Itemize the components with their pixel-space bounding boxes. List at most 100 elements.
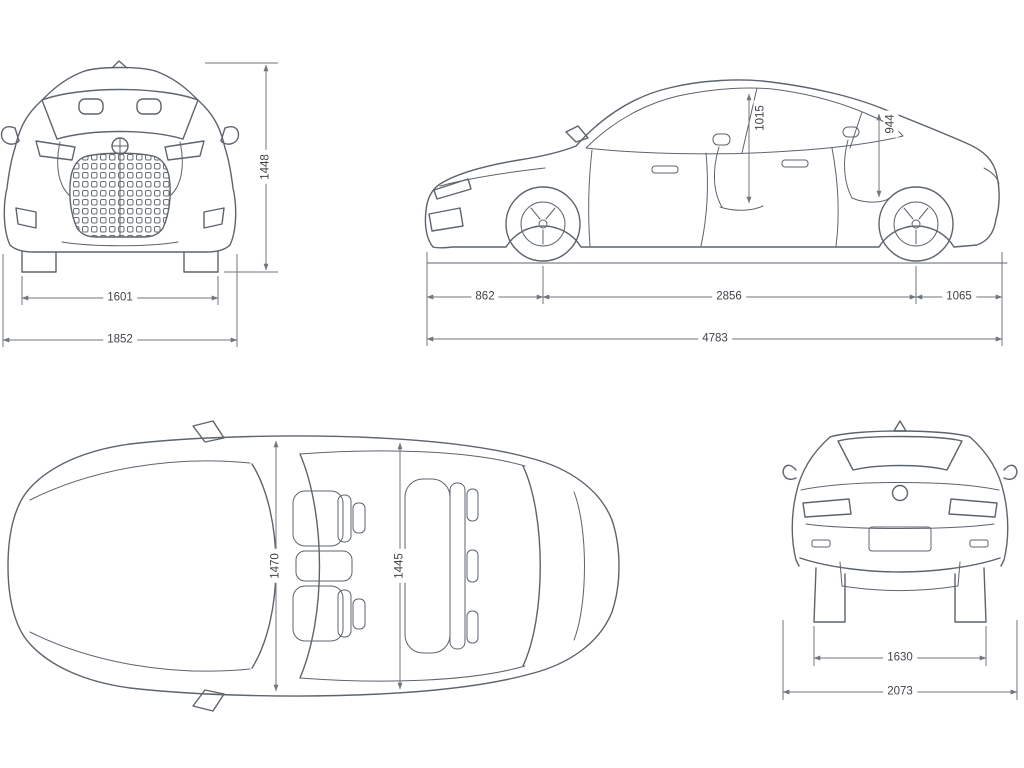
front-overhang-label: 862 (471, 289, 499, 305)
rear-body-side-left (791, 436, 831, 567)
rear-roof-line (829, 430, 971, 438)
hood-contour-bottom (29, 631, 251, 672)
front-height-label: 1448 (258, 150, 274, 184)
overall-length-label: 4783 (698, 331, 732, 347)
mirror-width-label: 2073 (883, 684, 917, 700)
witness-lines-width (2, 254, 238, 347)
center-console (295, 550, 353, 582)
rear-window-edge (522, 465, 541, 667)
a-pillars (41, 99, 199, 140)
hood-cut-line (439, 167, 546, 187)
rear-headrest-1 (466, 488, 479, 522)
roof-side-top (299, 450, 526, 467)
front-cabin-width-label: 1470 (268, 549, 284, 583)
taillight-left (802, 498, 852, 518)
rear-overhang-label: 1065 (942, 289, 976, 305)
rear-window (837, 435, 963, 471)
front-seat-headrest (712, 133, 731, 146)
antenna-fin (111, 60, 128, 69)
roof-side-bottom (299, 665, 526, 682)
rear-headrest-3 (466, 610, 479, 644)
door-shutline-front (700, 152, 708, 247)
windshield-bottom (56, 130, 184, 140)
door-handle-rear (781, 159, 809, 168)
front-body-outline (3, 66, 237, 253)
front-bumper-intake (428, 207, 464, 232)
top-mirror-upper (192, 420, 225, 443)
headrest-right (136, 98, 162, 115)
front-wheel-tire (505, 186, 581, 262)
front-seat-upper-headrest (352, 502, 366, 534)
front-wheel-spokes (523, 207, 563, 245)
shoulder-crease (800, 482, 1000, 491)
license-plate-area (868, 526, 932, 552)
rear-headroom-label: 944 (883, 110, 899, 138)
side-intake-right (203, 207, 225, 229)
side-body-outline (424, 79, 1000, 249)
witness-lines-height (205, 62, 278, 273)
front-headroom-label: 1015 (753, 101, 769, 135)
hood-crease-left (57, 141, 71, 197)
front-track-label: 1601 (103, 290, 137, 306)
mirror-left (0, 126, 20, 145)
front-seat-lower-back (337, 589, 352, 638)
windshield-top (41, 88, 199, 101)
rear-wheel-right (954, 567, 987, 623)
wheel-front-right (183, 251, 219, 273)
diffuser (839, 561, 961, 591)
rear-track-label: 1630 (883, 650, 917, 666)
rear-wheel-left (813, 567, 846, 623)
bumper-line (61, 241, 179, 247)
rear-headrest-2 (466, 549, 479, 583)
bumper-top-line (805, 523, 995, 529)
front-seat-lower-cushion (292, 585, 344, 642)
headlight-left (35, 140, 76, 161)
bumper-bottom-line (799, 557, 1001, 573)
front-wheel-hub (538, 219, 548, 229)
front-seat-lower-headrest (352, 598, 366, 630)
front-wheel-rim (520, 201, 566, 247)
rear-wheel-spokes (896, 207, 936, 245)
rear-wheel-tire (878, 186, 954, 262)
headlight-right (164, 140, 205, 161)
rear-antenna-fin (893, 420, 907, 432)
rear-bench-cushion (404, 478, 451, 654)
hood-contour-top (29, 460, 251, 501)
headrest-left (78, 98, 104, 115)
rear-wheel-rim (893, 201, 939, 247)
reflector-right (969, 539, 989, 548)
door-handle-front (651, 165, 679, 174)
mirror-right (220, 126, 240, 145)
wheelbase-label: 2856 (712, 289, 746, 305)
side-view-drawing (424, 79, 1008, 264)
taillight-right (948, 498, 998, 518)
side-intake-left (15, 207, 37, 229)
rear-seat-headrest (842, 126, 860, 138)
front-width-label: 1852 (103, 332, 137, 348)
rear-bench-back (449, 482, 466, 650)
top-view-drawing (7, 420, 620, 712)
rear-wheel-hub (911, 219, 921, 229)
witness-lines-mirror-width (782, 620, 1018, 700)
reflector-left (811, 539, 831, 548)
front-seat-upper-cushion (292, 490, 344, 547)
side-mirror (565, 125, 589, 143)
rear-mirror-left (782, 464, 797, 481)
front-door-leading-edge (588, 149, 593, 247)
top-view-dimensions (273, 440, 403, 692)
front-seat-back (714, 146, 723, 208)
front-view-drawing (0, 60, 240, 273)
rear-bmw-roundel-icon (891, 484, 909, 502)
windshield-roof-edge (299, 453, 321, 679)
top-body-outline (7, 435, 620, 697)
trunk-edge (573, 491, 585, 641)
rear-mirror-right (1003, 464, 1018, 481)
front-seat-upper-back (337, 494, 352, 543)
side-headlight (433, 178, 472, 200)
roundel-cross (111, 137, 129, 155)
rear-cabin-width-label: 1445 (392, 549, 408, 583)
rear-view-drawing (782, 420, 1018, 623)
hood-crease-right (169, 141, 183, 197)
